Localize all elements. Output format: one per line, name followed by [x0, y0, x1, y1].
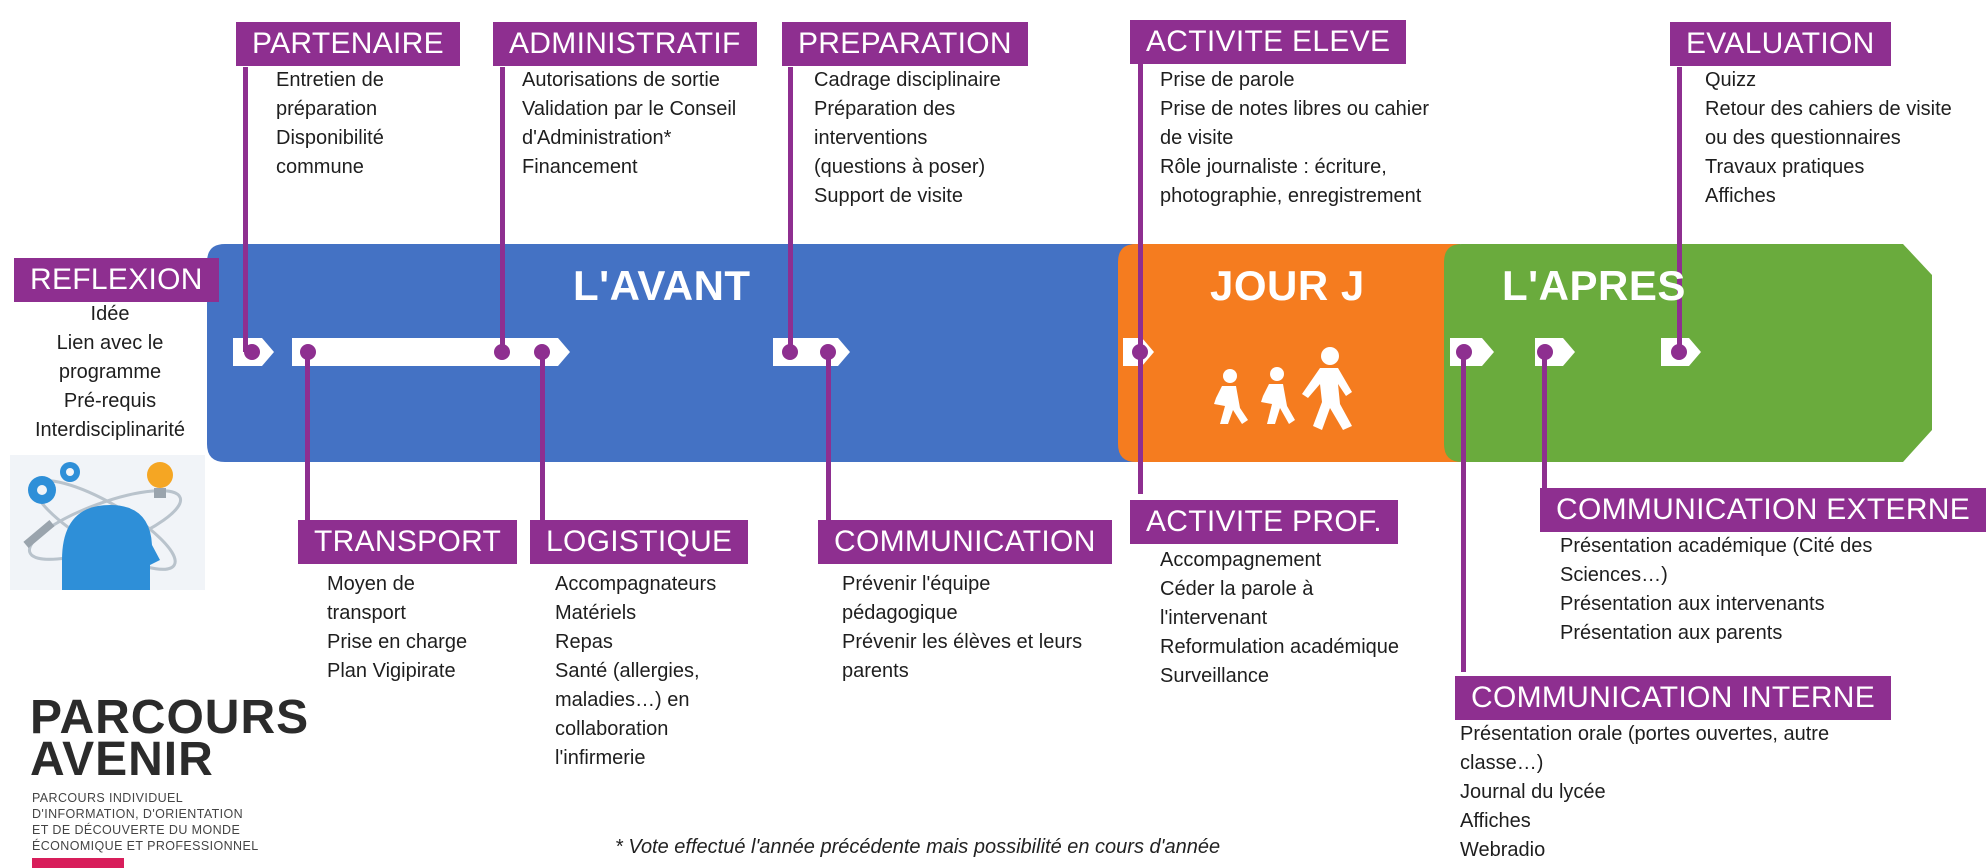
list-item: Travaux pratiques — [1705, 156, 1865, 178]
preparation-items: Cadrage disciplinaire Préparation des in… — [814, 66, 1001, 211]
logo-subtitle-line: PARCOURS INDIVIDUEL — [32, 791, 184, 805]
list-item: Financement — [522, 156, 638, 178]
footnote: * Vote effectué l'année précédente mais … — [615, 836, 1221, 858]
list-item: Accompagnement — [1160, 549, 1322, 571]
logistique-label: LOGISTIQUE — [530, 520, 749, 564]
logo-subtitle-line: ET DE DÉCOUVERTE DU MONDE — [32, 823, 241, 837]
logo-subtitle-line: ÉCONOMIQUE ET PROFESSIONNEL — [32, 839, 259, 853]
list-item: Autorisations de sortie — [522, 69, 720, 91]
communication-externe-label: COMMUNICATION EXTERNE — [1540, 488, 1986, 532]
activite-eleve-items: Prise de parole Prise de notes libres ou… — [1160, 66, 1429, 211]
list-item: préparation — [276, 98, 378, 120]
list-item: d'Administration* — [522, 127, 672, 149]
list-item: Céder la parole à — [1160, 578, 1314, 600]
band-title-jour-j: JOUR J — [1210, 262, 1365, 309]
list-item: Présentation académique (Cité des — [1560, 535, 1873, 557]
communication-items: Prévenir l'équipe pédagogique Prévenir l… — [842, 570, 1082, 686]
list-item: Idée — [90, 303, 130, 325]
list-item: maladies…) en — [555, 689, 690, 711]
list-item: Présentation aux intervenants — [1560, 593, 1825, 615]
list-item: Support de visite — [814, 185, 963, 207]
list-item: Retour des cahiers de visite — [1705, 98, 1952, 120]
band-title-apres: L'APRES — [1502, 262, 1686, 309]
list-item: classe…) — [1460, 752, 1544, 774]
list-item: transport — [327, 602, 406, 624]
activite-prof-label: ACTIVITE PROF. — [1130, 500, 1398, 544]
list-item: Santé (allergies, — [555, 660, 700, 682]
band-title-avant: L'AVANT — [573, 262, 751, 309]
list-item: Repas — [555, 631, 613, 653]
list-item: Moyen de — [327, 573, 415, 595]
band-jour-j — [1118, 244, 1460, 462]
logo-bar — [32, 858, 124, 868]
evaluation-label: EVALUATION — [1670, 22, 1891, 66]
logo-line-1: PARCOURS — [30, 691, 310, 744]
partenaire-items: Entretien de préparation Disponibilité c… — [276, 66, 384, 182]
logistique-items: Accompagnateurs Matériels Repas Santé (a… — [555, 570, 716, 773]
walking-people-icon — [1214, 347, 1352, 430]
logo-subtitle-line: D'INFORMATION, D'ORIENTATION — [32, 807, 244, 821]
list-item: Affiches — [1460, 810, 1531, 832]
list-item: Matériels — [555, 602, 637, 624]
list-item: commune — [276, 156, 364, 178]
list-item: Webradio — [1460, 839, 1546, 861]
list-item: Pré-requis — [63, 390, 157, 412]
list-item: Surveillance — [1160, 665, 1269, 687]
communication-interne-label: COMMUNICATION INTERNE — [1455, 676, 1892, 720]
list-item: Validation par le Conseil — [522, 98, 737, 120]
list-item: Journal du lycée — [1460, 781, 1606, 803]
list-item: (questions à poser) — [814, 156, 986, 178]
list-item: ou des questionnaires — [1705, 127, 1901, 149]
list-item: Quizz — [1705, 69, 1757, 91]
communication-label: COMMUNICATION — [818, 520, 1112, 564]
list-item: Plan Vigipirate — [327, 660, 456, 682]
list-item: collaboration — [555, 718, 669, 740]
evaluation-items: Quizz Retour des cahiers de visite ou de… — [1705, 66, 1952, 211]
list-item: Prévenir les élèves et leurs — [842, 631, 1083, 653]
logo-subtitle: PARCOURS INDIVIDUEL D'INFORMATION, D'ORI… — [32, 790, 259, 854]
list-item: Prise en charge — [327, 631, 468, 653]
list-item: parents — [842, 660, 909, 682]
list-item: Lien avec le — [56, 332, 164, 354]
list-item: Rôle journaliste : écriture, — [1160, 156, 1387, 178]
list-item: Affiches — [1705, 185, 1776, 207]
list-item: de visite — [1160, 127, 1234, 149]
list-item: l'intervenant — [1160, 607, 1268, 629]
list-item: Prévenir l'équipe — [842, 573, 991, 595]
list-item: Préparation des — [814, 98, 956, 120]
list-item: Présentation aux parents — [1560, 622, 1783, 644]
partenaire-label: PARTENAIRE — [236, 22, 460, 66]
band-avant — [207, 244, 1140, 462]
list-item: pédagogique — [842, 602, 958, 624]
list-item: Sciences…) — [1560, 564, 1668, 586]
list-item: Cadrage disciplinaire — [814, 69, 1001, 91]
logo-line-2: AVENIR — [30, 733, 214, 786]
list-item: Prise de parole — [1160, 69, 1295, 91]
activite-eleve-label: ACTIVITE ELEVE — [1130, 20, 1407, 64]
list-item: interventions — [814, 127, 928, 149]
list-item: Accompagnateurs — [555, 573, 717, 595]
communication-externe-items: Présentation académique (Cité des Scienc… — [1560, 532, 1872, 648]
transport-label: TRANSPORT — [298, 520, 518, 564]
head-gears-icon — [10, 455, 205, 590]
administratif-label: ADMINISTRATIF — [493, 22, 757, 66]
list-item: Interdisciplinarité — [34, 419, 186, 441]
list-item: Reformulation académique — [1160, 636, 1400, 658]
list-item: Présentation orale (portes ouvertes, aut… — [1460, 723, 1830, 745]
reflexion-label: REFLEXION — [14, 258, 219, 302]
communication-interne-items: Présentation orale (portes ouvertes, aut… — [1460, 720, 1829, 865]
list-item: photographie, enregistrement — [1160, 185, 1422, 207]
list-item: l'infirmerie — [555, 747, 646, 769]
transport-items: Moyen de transport Prise en charge Plan … — [327, 570, 467, 686]
preparation-label: PREPARATION — [782, 22, 1028, 66]
activite-prof-items: Accompagnement Céder la parole à l'inter… — [1160, 546, 1399, 691]
list-item: Entretien de — [276, 69, 384, 91]
administratif-items: Autorisations de sortie Validation par l… — [522, 66, 736, 182]
list-item: Disponibilité — [276, 127, 384, 149]
marker-transport-logistique — [292, 338, 570, 366]
list-item: programme — [58, 361, 162, 383]
list-item: Prise de notes libres ou cahier — [1160, 98, 1430, 120]
reflexion-items: Idée Lien avec le programme Pré-requis I… — [10, 300, 210, 445]
